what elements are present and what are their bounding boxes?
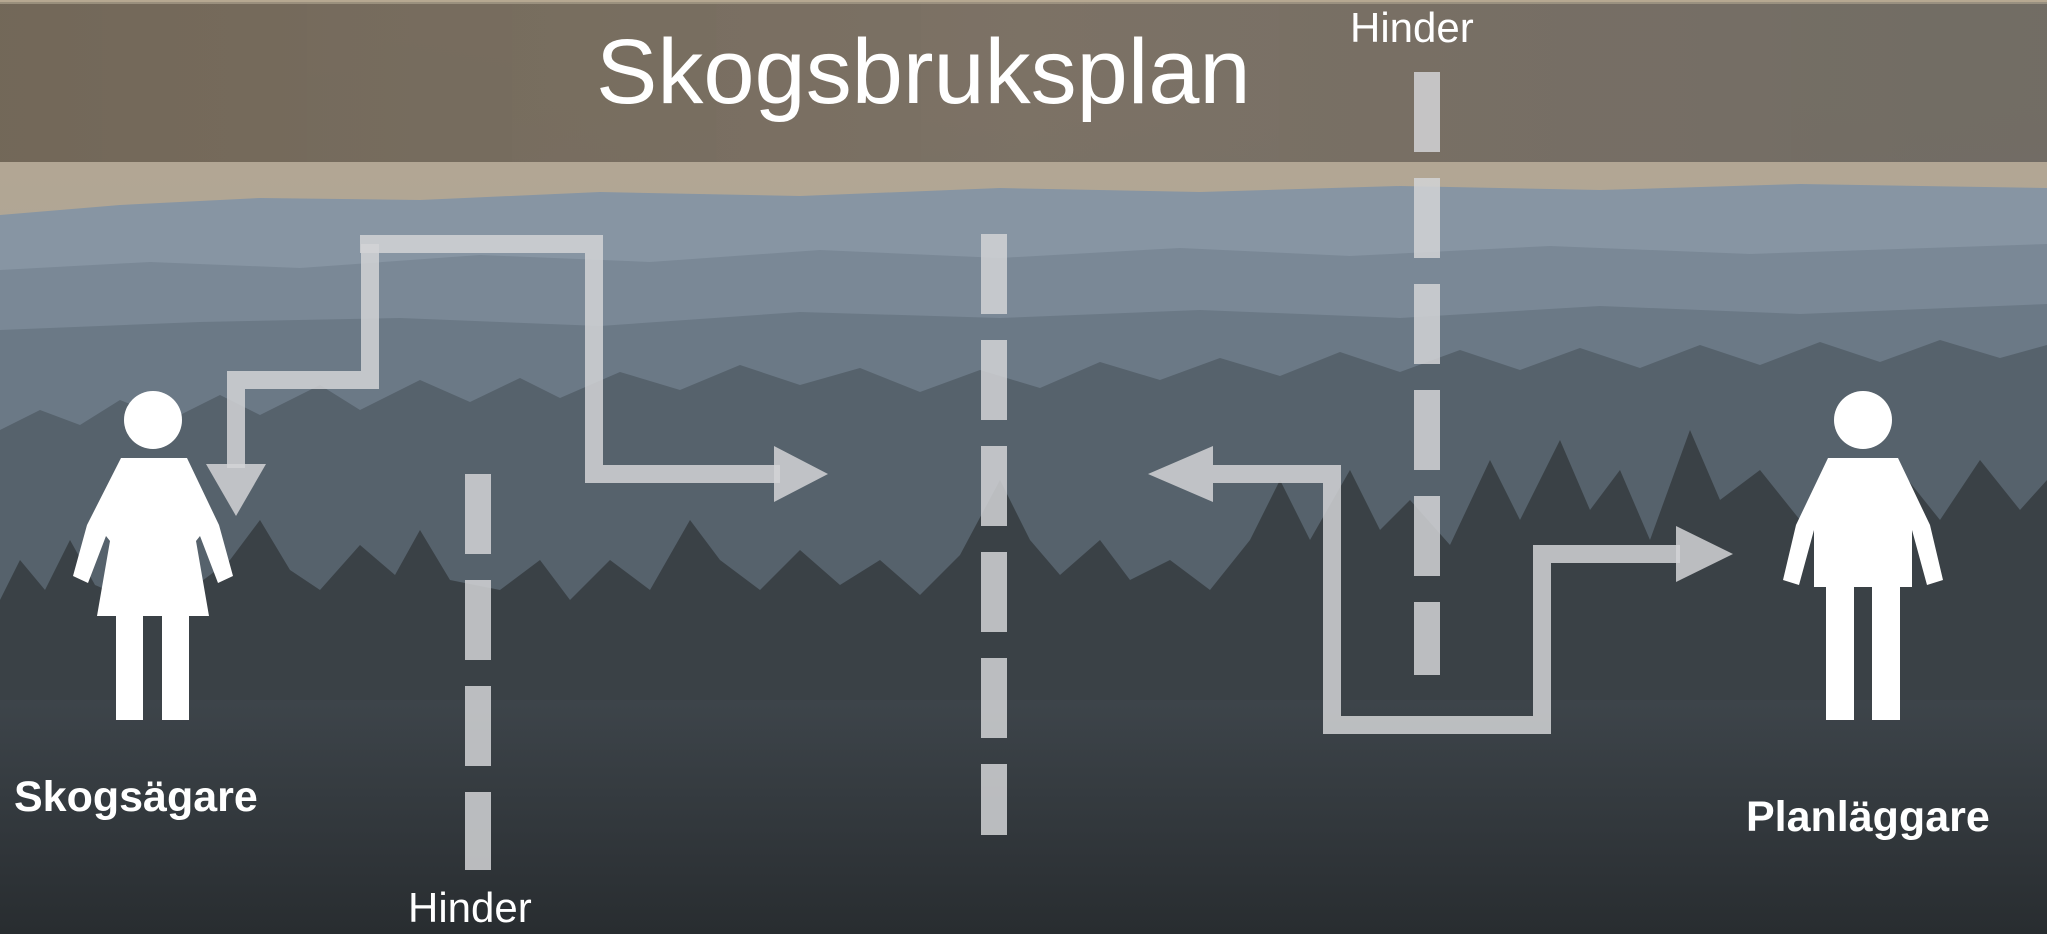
arrowhead-right-icon xyxy=(774,446,828,502)
title-banner xyxy=(0,2,2047,162)
arrowhead-right-icon xyxy=(1676,526,1733,582)
arrowhead-left-icon xyxy=(1148,446,1213,502)
arrow-to-center-right xyxy=(1213,465,1680,734)
female-person-icon xyxy=(73,391,233,720)
barrier-label-top: Hinder xyxy=(1350,4,1474,51)
male-person-icon xyxy=(1783,391,1943,720)
barrier-label-bottom: Hinder xyxy=(408,884,532,931)
page-title: Skogsbruksplan xyxy=(596,21,1251,123)
forest-owner-label: Skogsägare xyxy=(14,773,258,821)
arrow-to-forest-owner xyxy=(227,244,379,468)
planner-label: Planläggare xyxy=(1746,793,1990,841)
arrow-to-center-left xyxy=(360,235,780,483)
arrowhead-down-icon xyxy=(206,464,266,516)
